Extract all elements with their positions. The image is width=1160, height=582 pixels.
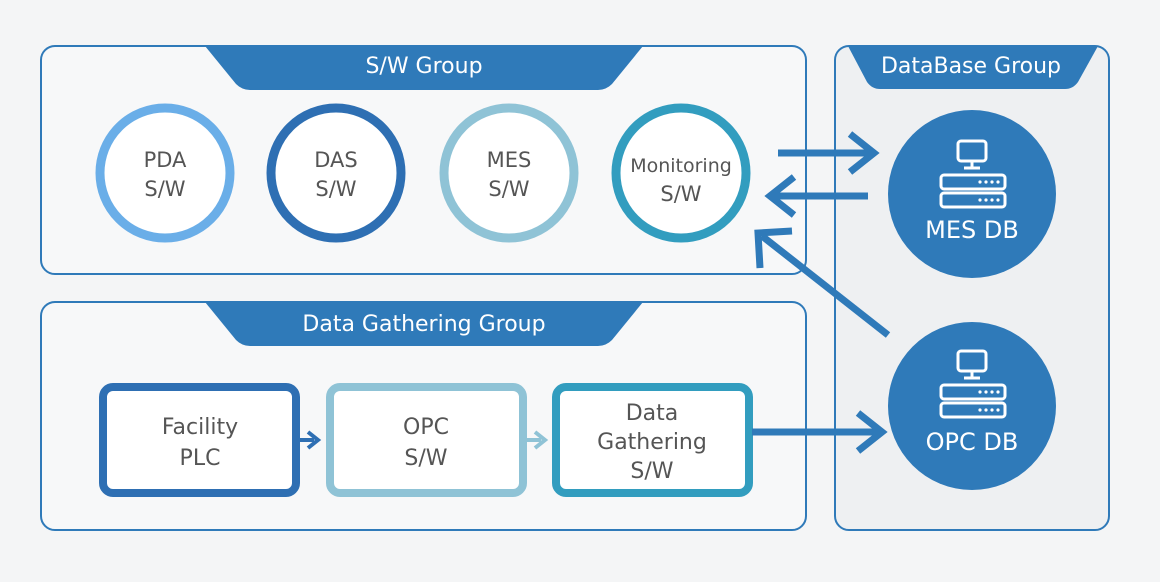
facility-plc-box (99, 383, 300, 497)
data-gathering-line-3: S/W (630, 459, 673, 484)
pda-label: PDA (144, 148, 187, 172)
das-label: DAS (314, 148, 358, 172)
mes-label: MES (487, 148, 532, 172)
database-group-tab (848, 46, 1098, 89)
arrow-gathering-to-opc-db (752, 410, 888, 454)
arrow-plc-to-opc (298, 430, 322, 450)
das-sub-label: S/W (315, 177, 356, 201)
das-ring (266, 103, 406, 243)
data-gathering-line-1: Data (626, 401, 679, 426)
gathering-group-title: Data Gathering Group (302, 312, 545, 337)
sw-group-tab (205, 46, 643, 90)
gathering-node-facility-plc: Facility PLC (99, 383, 300, 497)
sw-group-title: S/W Group (365, 54, 482, 79)
sw-node-mes: MES S/W (439, 103, 579, 243)
opc-db-label: OPC DB (926, 428, 1019, 456)
server-icon (939, 139, 1007, 209)
sw-node-das: DAS S/W (266, 103, 406, 243)
mes-ring (439, 103, 579, 243)
database-opc-db: OPC DB (888, 322, 1056, 490)
monitoring-sub-label: S/W (660, 182, 701, 206)
pda-sub-label: S/W (144, 177, 185, 201)
sw-node-monitoring: Monitoring S/W (611, 103, 751, 243)
arrow-opc-db-to-monitoring (754, 227, 891, 338)
arrow-mes-db-to-monitoring (764, 174, 868, 218)
opc-db-circle (888, 322, 1056, 490)
mes-db-label: MES DB (925, 216, 1019, 244)
arrow-opc-to-gathering (526, 430, 549, 450)
mes-sub-label: S/W (488, 177, 529, 201)
sw-node-pda: PDA S/W (95, 103, 235, 243)
opc-sw-line-2: S/W (404, 446, 447, 471)
opc-sw-box (326, 383, 527, 497)
gathering-group-tab (205, 302, 643, 346)
monitoring-label: Monitoring (630, 155, 732, 177)
pda-ring (95, 103, 235, 243)
monitoring-ring (611, 103, 751, 243)
database-group-title: DataBase Group (881, 54, 1061, 79)
facility-plc-line-1: Facility (162, 415, 238, 440)
database-mes-db: MES DB (888, 110, 1056, 278)
data-gathering-sw-box (552, 383, 753, 497)
gathering-node-data-gathering-sw: Data Gathering S/W (552, 383, 753, 497)
arrow-monitoring-to-mes-db (778, 131, 880, 175)
sw-group-panel: S/W Group (40, 45, 807, 275)
facility-plc-line-2: PLC (180, 446, 221, 471)
opc-sw-line-1: OPC (403, 415, 449, 440)
gathering-node-opc-sw: OPC S/W (326, 383, 527, 497)
data-gathering-line-2: Gathering (597, 430, 707, 455)
server-icon (939, 349, 1007, 419)
